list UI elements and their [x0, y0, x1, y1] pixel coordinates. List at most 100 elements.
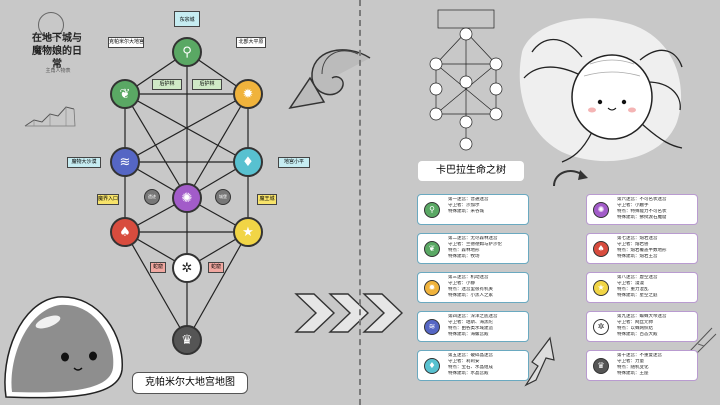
legend-card[interactable]: ★ 第八迷宫：虚空迷宫 守卫者：漫漫 特点：重力混乱 特殊建筑：星空之庭	[586, 272, 698, 303]
waves-icon: ≋	[424, 319, 440, 335]
crown-icon: ♛	[593, 358, 609, 374]
spider-creature-icon	[519, 18, 683, 163]
crystal-icon: ♦	[242, 154, 254, 170]
legend-card[interactable]: ♠ 第七迷宫：熔岩迷宫 守卫者：熔岩兽 特点：熔岩覆盖半数地形 特殊建筑：熔岩王…	[586, 233, 698, 264]
map-node-crystal[interactable]: ♦	[233, 147, 263, 177]
legend-card[interactable]: ♦ 第五迷宫：破碎晶迷宫 守卫者：莉莉安 特点：宝石、水晶组成 特殊建筑：水晶宫…	[417, 350, 529, 381]
card-line: 特点：随机变化	[617, 365, 649, 370]
leaf-icon: ❦	[119, 86, 131, 102]
map-node-leaf[interactable]: ❦	[110, 79, 140, 109]
card-line: 特殊建筑：牧场	[448, 254, 480, 259]
map-label-red-left[interactable]: 蛇窟	[150, 262, 166, 273]
card-line: 第三迷宫：机动迷宫	[448, 275, 489, 280]
legend-title: 卡巴拉生命之树	[418, 161, 524, 181]
card-line: 第四迷宫：深洋之底迷宫	[448, 314, 498, 319]
page-subtitle: 主角人物表	[45, 68, 71, 74]
card-line: 守卫者：小静	[448, 281, 475, 286]
octopus-icon: ✺	[593, 202, 609, 218]
map-node-mushroom[interactable]: ♠	[110, 217, 140, 247]
stairs-sketch-icon	[24, 106, 76, 127]
map-node-key[interactable]: ⚲	[172, 37, 202, 67]
card-line: 守卫者：漫漫	[617, 281, 644, 286]
key-icon: ⚲	[424, 202, 440, 218]
map-node-star[interactable]: ★	[233, 217, 263, 247]
legend-card[interactable]: ✹ 第三迷宫：机动迷宫 守卫者：小静 特点：迷宫里很有机关 特殊建筑：小黑人之家	[417, 272, 529, 303]
map-node-octopus[interactable]: ✺	[172, 183, 202, 213]
map-label-gate-left[interactable]: 后护林	[152, 79, 182, 90]
card-line: 特点：重力混乱	[617, 287, 649, 292]
gear-icon: ✹	[424, 280, 440, 296]
map-label-right-top[interactable]: 北部大平原	[236, 37, 266, 48]
crown-icon: ♛	[181, 332, 193, 348]
map-node-gear[interactable]: ✹	[233, 79, 263, 109]
octopus-icon: ✺	[181, 190, 193, 206]
card-line: 特殊建筑：王座	[617, 371, 649, 376]
rising-arrow-icon	[524, 336, 555, 387]
legend-card[interactable]: ✺ 第六迷宫：不可名状迷宫 守卫者：小触手 特点：特殊能力不可名状 特殊建筑：拂…	[586, 194, 698, 225]
card-line: 守卫者：小触手	[617, 203, 649, 208]
map-small-node-left[interactable]: 遗迹	[144, 189, 160, 205]
card-line: 守卫者：网丝元帅	[617, 320, 653, 325]
tree-of-life-engraving	[429, 9, 503, 151]
card-line: 特点：熔岩覆盖半数地形	[617, 248, 667, 253]
card-line: 特殊建筑：拂拭渡石魔窟	[617, 215, 667, 220]
map-label-left-mid[interactable]: 魔物大沙漠	[67, 157, 101, 168]
card-line: 特殊建筑：百态大殿	[617, 332, 658, 337]
spider-icon: ✲	[181, 260, 193, 276]
card-line: 第五迷宫：破碎晶迷宫	[448, 353, 493, 358]
sephirot-logo-icon	[38, 12, 64, 38]
map-caption: 克帕米尔大地宫地图	[132, 372, 248, 394]
legend-card[interactable]: ✲ 第九迷宫：蜘蛛大帝迷宫 守卫者：网丝元帅 特点：以蛛网织结 特殊建筑：百态大…	[586, 311, 698, 342]
legend-card[interactable]: ❦ 第二迷宫：无尽森林迷宫 守卫者：兰德德姆与萨沙伦 特点：森林地形 特殊建筑：…	[417, 233, 529, 264]
map-label-red-right[interactable]: 蛇窟	[208, 262, 224, 273]
card-line: 守卫者：珀斯、海黑陀	[448, 320, 493, 325]
refresh-arrow-icon	[553, 170, 588, 187]
legend-card[interactable]: ⚲ 第一迷宫：普通迷宫 守卫者：沙加尔 特殊建筑：米谷城	[417, 194, 529, 225]
crystal-icon: ♦	[424, 358, 440, 374]
map-label-left-small[interactable]: 魔界入口	[97, 194, 119, 205]
legend-card[interactable]: ≋ 第四迷宫：深洋之底迷宫 守卫者：珀斯、海黑陀 特点：由各类水域建造 特殊建筑…	[417, 311, 529, 342]
card-line: 第七迷宫：熔岩迷宫	[617, 236, 658, 241]
mushroom-icon: ♠	[119, 224, 131, 240]
spider-icon: ✲	[593, 319, 609, 335]
card-line: 守卫者：沙加尔	[448, 203, 480, 208]
card-line: 特点：由各类水域建造	[448, 326, 493, 331]
waves-icon: ≋	[119, 154, 131, 170]
card-line: 第六迷宫：不可名状迷宫	[617, 197, 667, 202]
key-icon: ⚲	[182, 44, 192, 60]
map-label-gate-right[interactable]: 后护林	[192, 79, 222, 90]
chevron-right-icon	[294, 293, 404, 333]
card-line: 第十迷宫：不重复迷宫	[617, 353, 662, 358]
star-icon: ★	[593, 280, 609, 296]
card-line: 守卫者：莉莉安	[448, 359, 480, 364]
card-line: 第二迷宫：无尽森林迷宫	[448, 236, 498, 241]
card-line: 特殊建筑：米谷城	[448, 209, 484, 214]
curved-arrow-icon	[288, 49, 371, 110]
card-line: 特殊建筑：星空之庭	[617, 293, 658, 298]
map-label-right-mid[interactable]: 地宫小平	[278, 157, 310, 168]
map-label-top[interactable]: 东宗城	[174, 11, 200, 27]
map-small-node-right[interactable]: 城堡	[215, 189, 231, 205]
map-node-crown[interactable]: ♛	[172, 325, 202, 355]
panel-divider	[359, 0, 361, 405]
card-line: 特殊建筑：海螺宫殿	[448, 332, 489, 337]
map-node-waves[interactable]: ≋	[110, 147, 140, 177]
card-line: 守卫者：兰德德姆与萨沙伦	[448, 242, 502, 247]
card-line: 第一迷宫：普通迷宫	[448, 197, 489, 202]
star-icon: ★	[242, 224, 254, 240]
map-label-left-top[interactable]: 克帕米尔大地宫	[108, 37, 144, 48]
card-line: 特殊建筑：熔岩王宫	[617, 254, 658, 259]
card-line: 特殊建筑：小黑人之家	[448, 293, 493, 298]
mushroom-icon: ♠	[593, 241, 609, 257]
card-line: 守卫者：熔岩兽	[617, 242, 649, 247]
card-line: 特点：以蛛网织结	[617, 326, 653, 331]
card-line: 特点：特殊能力不可名状	[617, 209, 667, 214]
map-node-spider[interactable]: ✲	[172, 253, 202, 283]
card-line: 特点：迷宫里很有机关	[448, 287, 493, 292]
card-line: 守卫者：力量	[617, 359, 644, 364]
map-label-right-small[interactable]: 魔王城	[257, 194, 277, 205]
legend-card[interactable]: ♛ 第十迷宫：不重复迷宫 守卫者：力量 特点：随机变化 特殊建筑：王座	[586, 350, 698, 381]
card-line: 特点：宝石、水晶组成	[448, 365, 493, 370]
card-line: 第九迷宫：蜘蛛大帝迷宫	[617, 314, 667, 319]
card-line: 特点：森林地形	[448, 248, 480, 253]
